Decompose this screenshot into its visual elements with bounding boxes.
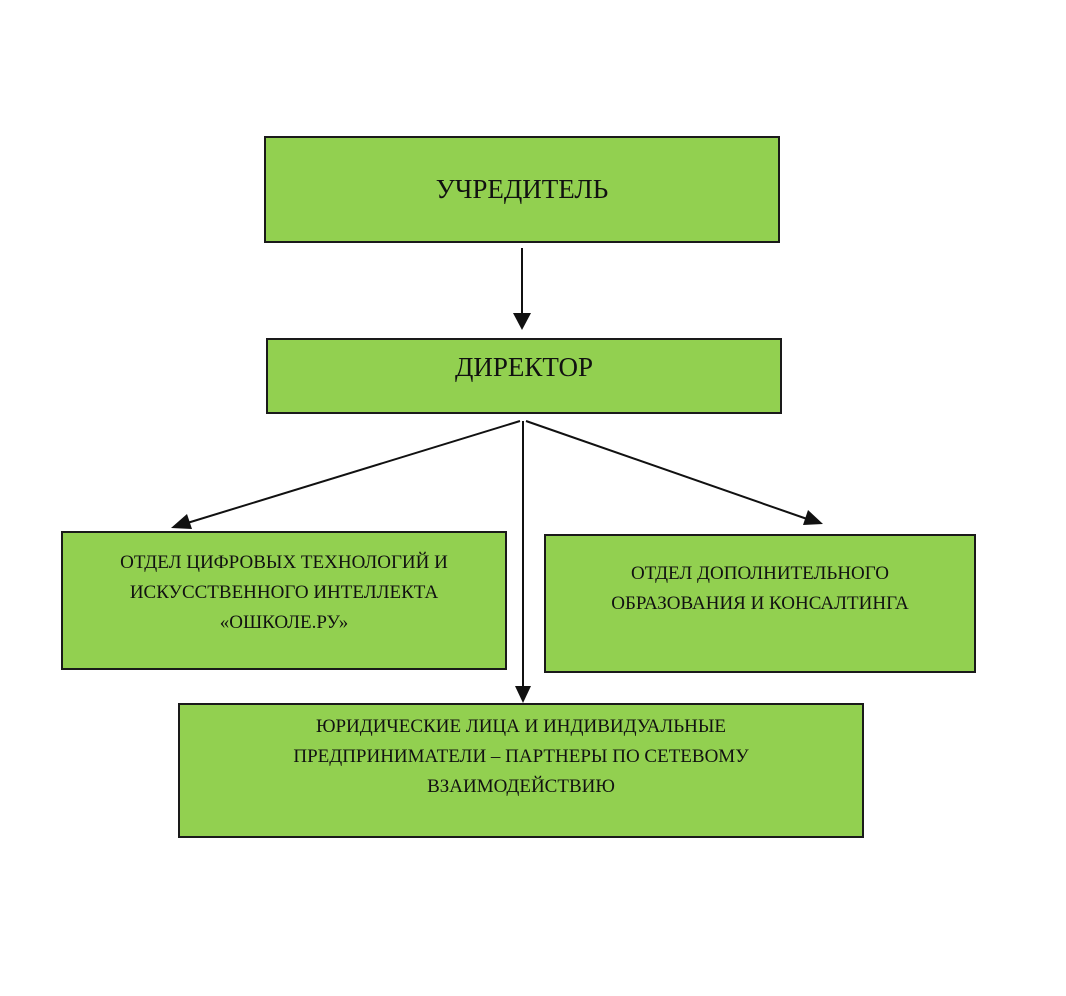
node-digital-department: ОТДЕЛ ЦИФРОВЫХ ТЕХНОЛОГИЙ И ИСКУССТВЕННО…: [61, 531, 507, 670]
node-partners: ЮРИДИЧЕСКИЕ ЛИЦА И ИНДИВИДУАЛЬНЫЕ ПРЕДПР…: [178, 703, 864, 838]
arrowhead-director-extra: [803, 510, 823, 525]
arrowhead-director-digital: [171, 514, 192, 529]
arrowhead-director-partners: [515, 686, 531, 703]
node-director: ДИРЕКТОР: [266, 338, 782, 414]
node-founder: УЧРЕДИТЕЛЬ: [264, 136, 780, 243]
node-founder-label: УЧРЕДИТЕЛЬ: [435, 174, 609, 204]
edge-director-digital: [183, 420, 521, 525]
node-extra-education-department-label: ОТДЕЛ ДОПОЛНИТЕЛЬНОГО ОБРАЗОВАНИЯ И КОНС…: [611, 562, 909, 614]
node-partners-label: ЮРИДИЧЕСКИЕ ЛИЦА И ИНДИВИДУАЛЬНЫЕ ПРЕДПР…: [293, 715, 749, 797]
node-director-label: ДИРЕКТОР: [454, 351, 594, 382]
edge-director-extra: [525, 420, 811, 521]
arrowhead-founder-director: [513, 313, 531, 330]
node-digital-department-label: ОТДЕЛ ЦИФРОВЫХ ТЕХНОЛОГИЙ И ИСКУССТВЕННО…: [120, 551, 448, 633]
node-extra-education-department: ОТДЕЛ ДОПОЛНИТЕЛЬНОГО ОБРАЗОВАНИЯ И КОНС…: [544, 534, 976, 673]
